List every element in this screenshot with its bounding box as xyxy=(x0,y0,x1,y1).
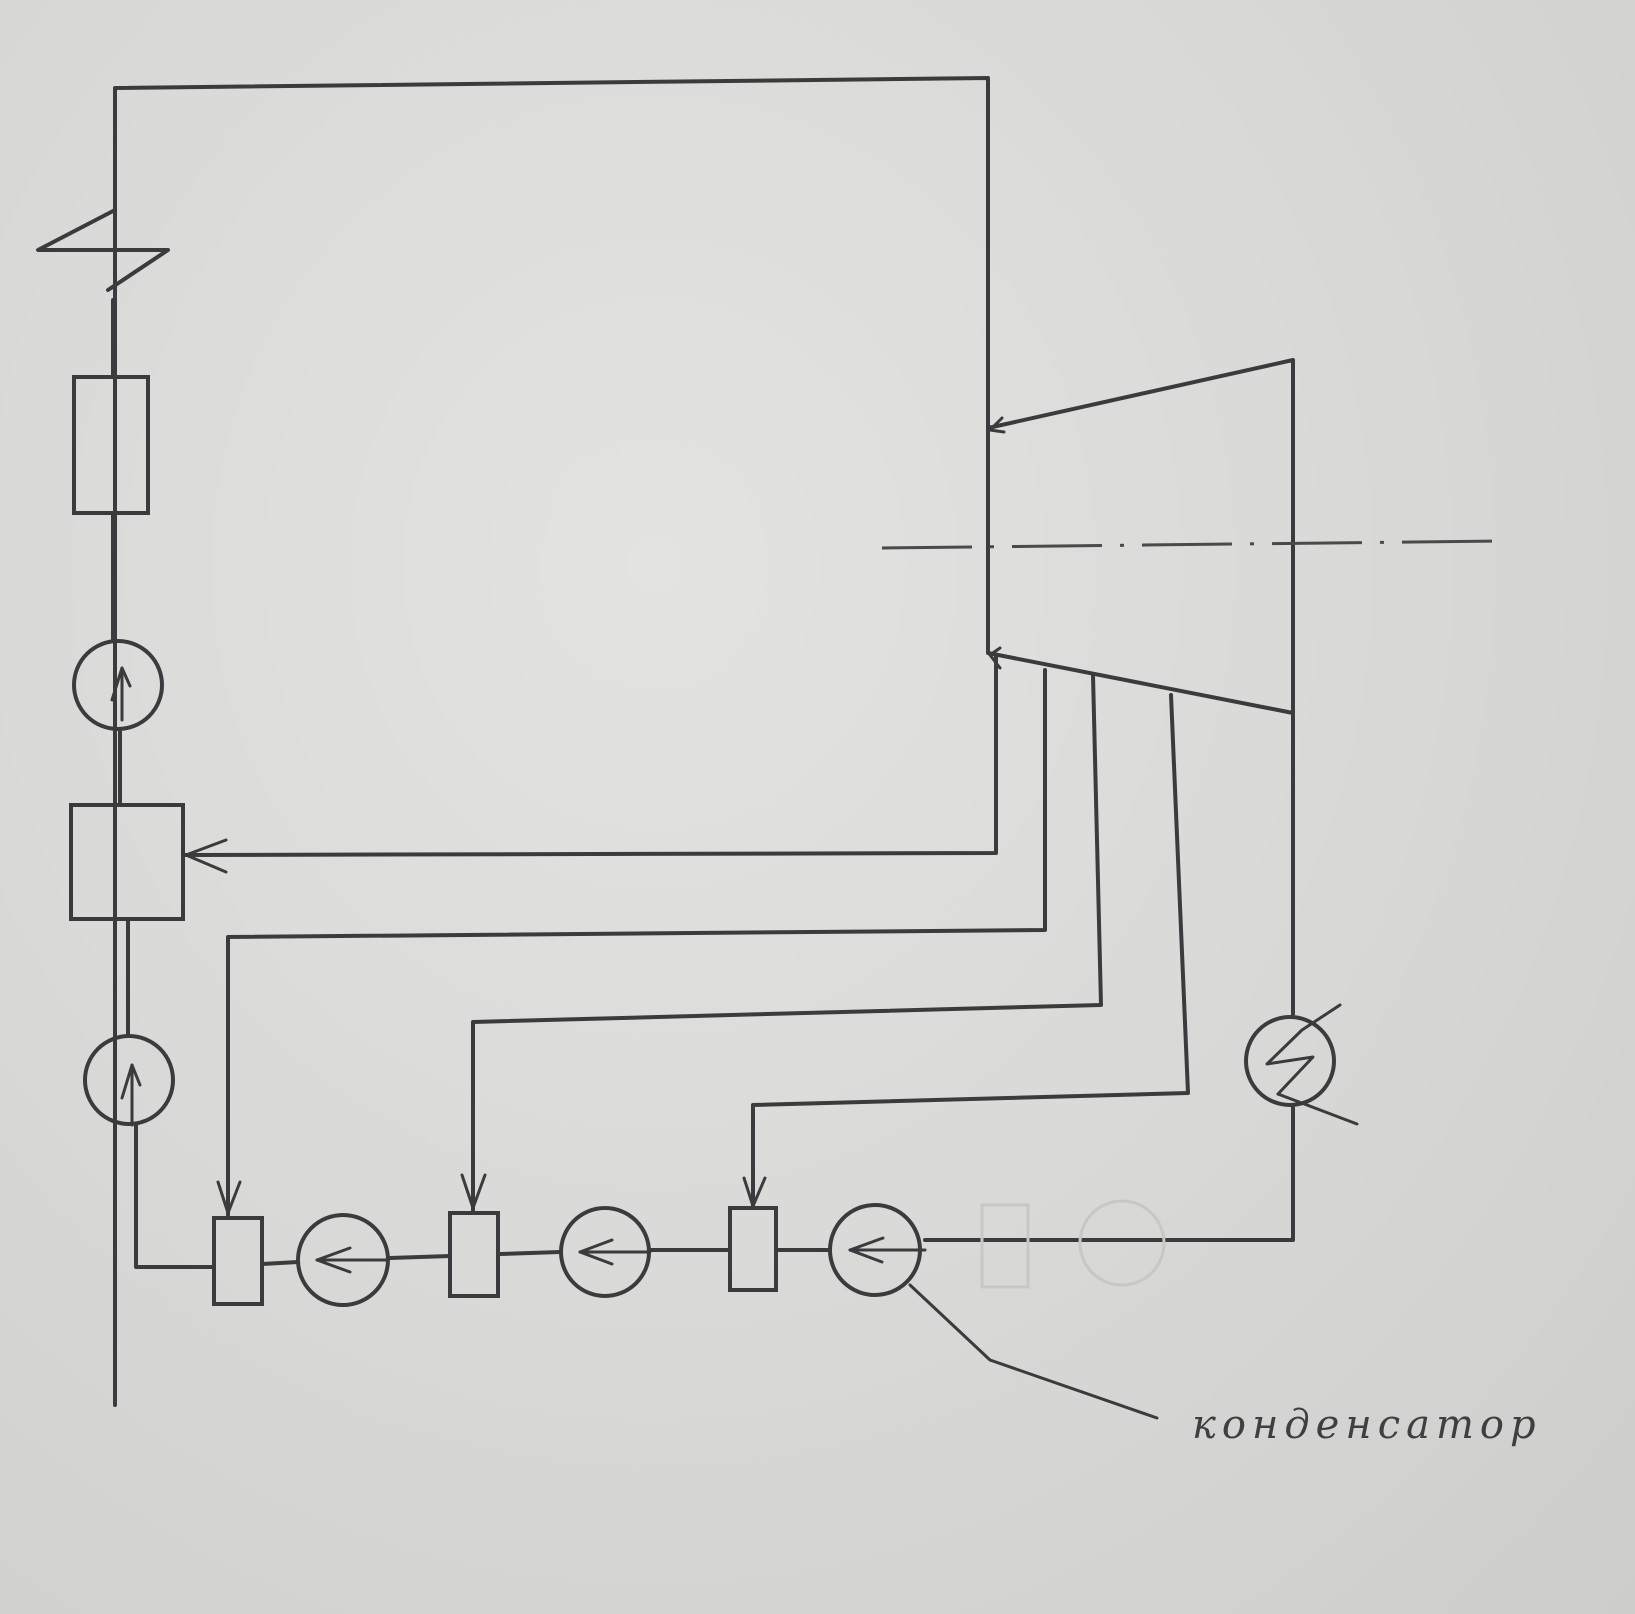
feed-line-segment xyxy=(498,1250,562,1256)
arrow-down-icon xyxy=(460,1173,487,1210)
heater-3 xyxy=(728,1206,778,1292)
label-leader-line xyxy=(908,1283,1159,1420)
extraction-line-1 xyxy=(181,653,998,857)
feed-pump-lower xyxy=(83,1034,175,1126)
turbine-body xyxy=(986,358,1295,715)
extraction-line-4 xyxy=(751,693,1190,1210)
heater-1 xyxy=(212,1216,264,1306)
condenser-label: конденсатор xyxy=(1192,1402,1542,1448)
arrow-in-icon xyxy=(988,416,1006,434)
coil-icon xyxy=(1265,1003,1342,1096)
arrow-down-icon xyxy=(216,1180,242,1215)
deaerator-block xyxy=(69,803,185,921)
arrow-left-icon xyxy=(184,838,228,874)
feed-line-segment xyxy=(388,1254,452,1260)
feed-line-segment xyxy=(260,1260,300,1266)
return-line-bottom-left xyxy=(134,1123,216,1269)
feed-pump-upper xyxy=(72,639,164,731)
condensate-line xyxy=(923,1103,1295,1242)
condenser-exchanger xyxy=(1244,1015,1336,1107)
extraction-line-3 xyxy=(471,673,1103,1212)
pipe-break-symbol xyxy=(36,208,170,292)
main-steam-line xyxy=(113,76,990,1407)
erased-pump xyxy=(1078,1199,1166,1287)
heater-2 xyxy=(448,1211,500,1298)
extraction-line-2 xyxy=(226,668,1047,1217)
erased-heater xyxy=(980,1203,1030,1289)
coil-tail xyxy=(1276,1092,1359,1126)
boiler-block xyxy=(72,375,150,515)
turbine-axis-line xyxy=(881,539,1503,550)
